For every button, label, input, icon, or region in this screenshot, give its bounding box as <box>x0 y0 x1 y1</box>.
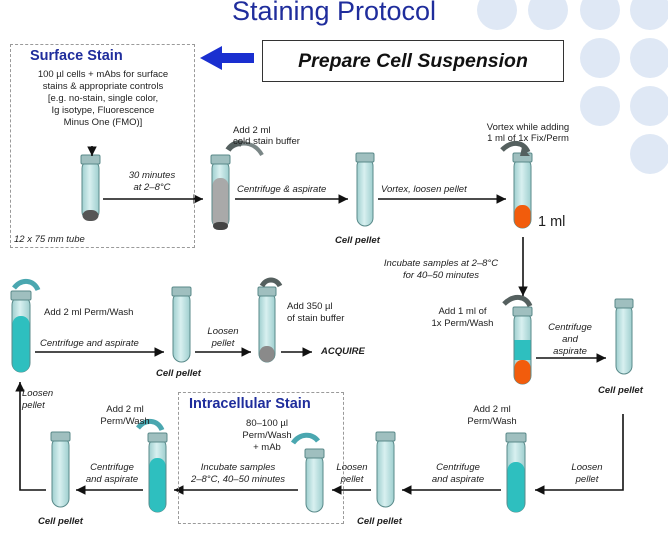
surface-stain-line: Ig isotype, Fluorescence <box>51 105 155 116</box>
vortex-add-fix-perm-label: Vortex while adding <box>486 122 570 133</box>
flow-arrows <box>15 146 624 495</box>
tube-cell-pellet-3 <box>375 431 396 508</box>
blue-arrow <box>200 46 254 70</box>
surface-stain-line: [e.g. no-stain, single color, <box>47 93 159 104</box>
cell-pellet-label: Cell pellet <box>357 516 402 527</box>
tube-perm-wash-row3-left <box>136 419 168 513</box>
add-perm-wash-label: Add 1 ml of <box>438 306 487 317</box>
centrifuge-aspirate-label: Centrifuge and aspirate <box>40 338 139 349</box>
add-cold-buffer-label: Add 2 ml <box>233 125 271 136</box>
surface-stain-box <box>10 44 195 248</box>
incubate-fix-label: for 40–50 minutes <box>402 270 480 281</box>
centrifuge-aspirate-label: and aspirate <box>431 474 485 485</box>
surface-stain-line: 100 µl cells + mAbs for surface <box>37 69 169 80</box>
tube-fix-perm <box>500 141 533 229</box>
incubate-fix-label: Incubate samples at 2–8°C <box>383 258 499 269</box>
add-perm-wash-label: Add 2 ml <box>473 404 511 415</box>
surface-stain-line: Minus One (FMO)] <box>63 117 143 128</box>
add-cold-buffer-label: cold stain buffer <box>233 136 300 147</box>
add-stain-buffer-label: of stain buffer <box>287 313 345 324</box>
incubate-30-minutes-label: 30 minutes <box>128 170 176 181</box>
cell-pellet-label: Cell pellet <box>335 235 380 246</box>
add-perm-wash-label: Perm/Wash <box>467 416 517 427</box>
loosen-pellet-label: pellet <box>575 474 599 485</box>
centrifuge-aspirate-label: Centrifuge <box>548 322 592 333</box>
tube-cell-pellet-1 <box>355 152 375 227</box>
incubate-30-minutes-label: at 2–8°C <box>133 182 171 193</box>
loosen-pellet-label: Loosen <box>571 462 603 473</box>
tube-intracellular <box>290 432 325 513</box>
centrifuge-aspirate-label: Centrifuge <box>90 462 134 473</box>
loosen-pellet-label: Loosen <box>22 388 54 399</box>
loosen-pellet-label: Loosen <box>336 462 368 473</box>
surface-stain-heading: Surface Stain <box>30 48 123 64</box>
acquire-label: ACQUIRE <box>321 346 365 357</box>
surface-stain-line: stains & appropriate controls <box>42 81 164 92</box>
cell-pellet-label: Cell pellet <box>38 516 83 527</box>
incubate-intracellular-label: 2–8°C, 40–50 minutes <box>190 474 286 485</box>
loosen-pellet-label: pellet <box>211 338 235 349</box>
intracellular-stain-box <box>178 392 344 524</box>
centrifuge-aspirate-label: Centrifuge <box>436 462 480 473</box>
intracellular-line: + mAb <box>253 442 281 453</box>
loosen-pellet-label: Loosen <box>207 326 239 337</box>
tube-stain-buffer <box>257 277 283 363</box>
prepare-cell-suspension-box: Prepare Cell Suspension <box>262 40 564 82</box>
centrifuge-aspirate-label: aspirate <box>553 346 587 357</box>
intracellular-stain-heading: Intracellular Stain <box>189 396 311 412</box>
cell-pellet-label: Cell pellet <box>598 385 643 396</box>
vortex-loosen-label: Vortex, loosen pellet <box>381 184 467 195</box>
add-perm-wash-label: Perm/Wash <box>100 416 150 427</box>
centrifuge-aspirate-label: and <box>562 334 578 345</box>
tube-size-label: 12 x 75 mm tube <box>14 234 85 245</box>
tube-cell-pellet-5 <box>171 286 192 363</box>
add-perm-wash-label: 1x Perm/Wash <box>431 318 494 329</box>
vortex-add-fix-perm-label: 1 ml of 1x Fix/Perm <box>487 133 569 144</box>
tube-perm-wash-top-left <box>10 279 41 373</box>
add-perm-wash-label: Add 2 ml <box>106 404 144 415</box>
add-stain-buffer-label: Add 350 µl <box>287 301 333 312</box>
tube-cold-buffer <box>210 140 264 230</box>
tube-surface <box>80 154 101 221</box>
intracellular-line: 80–100 µl <box>246 418 288 429</box>
centrifuge-aspirate-label: Centrifuge & aspirate <box>237 184 327 195</box>
centrifuge-aspirate-label: and aspirate <box>85 474 139 485</box>
add-perm-wash-label: Add 2 ml Perm/Wash <box>44 307 134 318</box>
loosen-pellet-label: pellet <box>22 400 45 411</box>
background-bubbles <box>477 0 668 174</box>
page-title: Staining Protocol <box>231 0 437 26</box>
intracellular-line: Perm/Wash <box>242 430 292 441</box>
volume-label: 1 ml <box>538 214 566 230</box>
tube-cell-pellet-2 <box>614 298 634 375</box>
tube-perm-wash-1ml <box>502 295 533 385</box>
tube-perm-wash-row3-right <box>505 432 527 513</box>
loosen-pellet-label: pellet <box>340 474 364 485</box>
incubate-intracellular-label: Incubate samples <box>200 462 276 473</box>
tube-cell-pellet-4 <box>50 431 71 508</box>
cell-pellet-label: Cell pellet <box>156 368 201 379</box>
